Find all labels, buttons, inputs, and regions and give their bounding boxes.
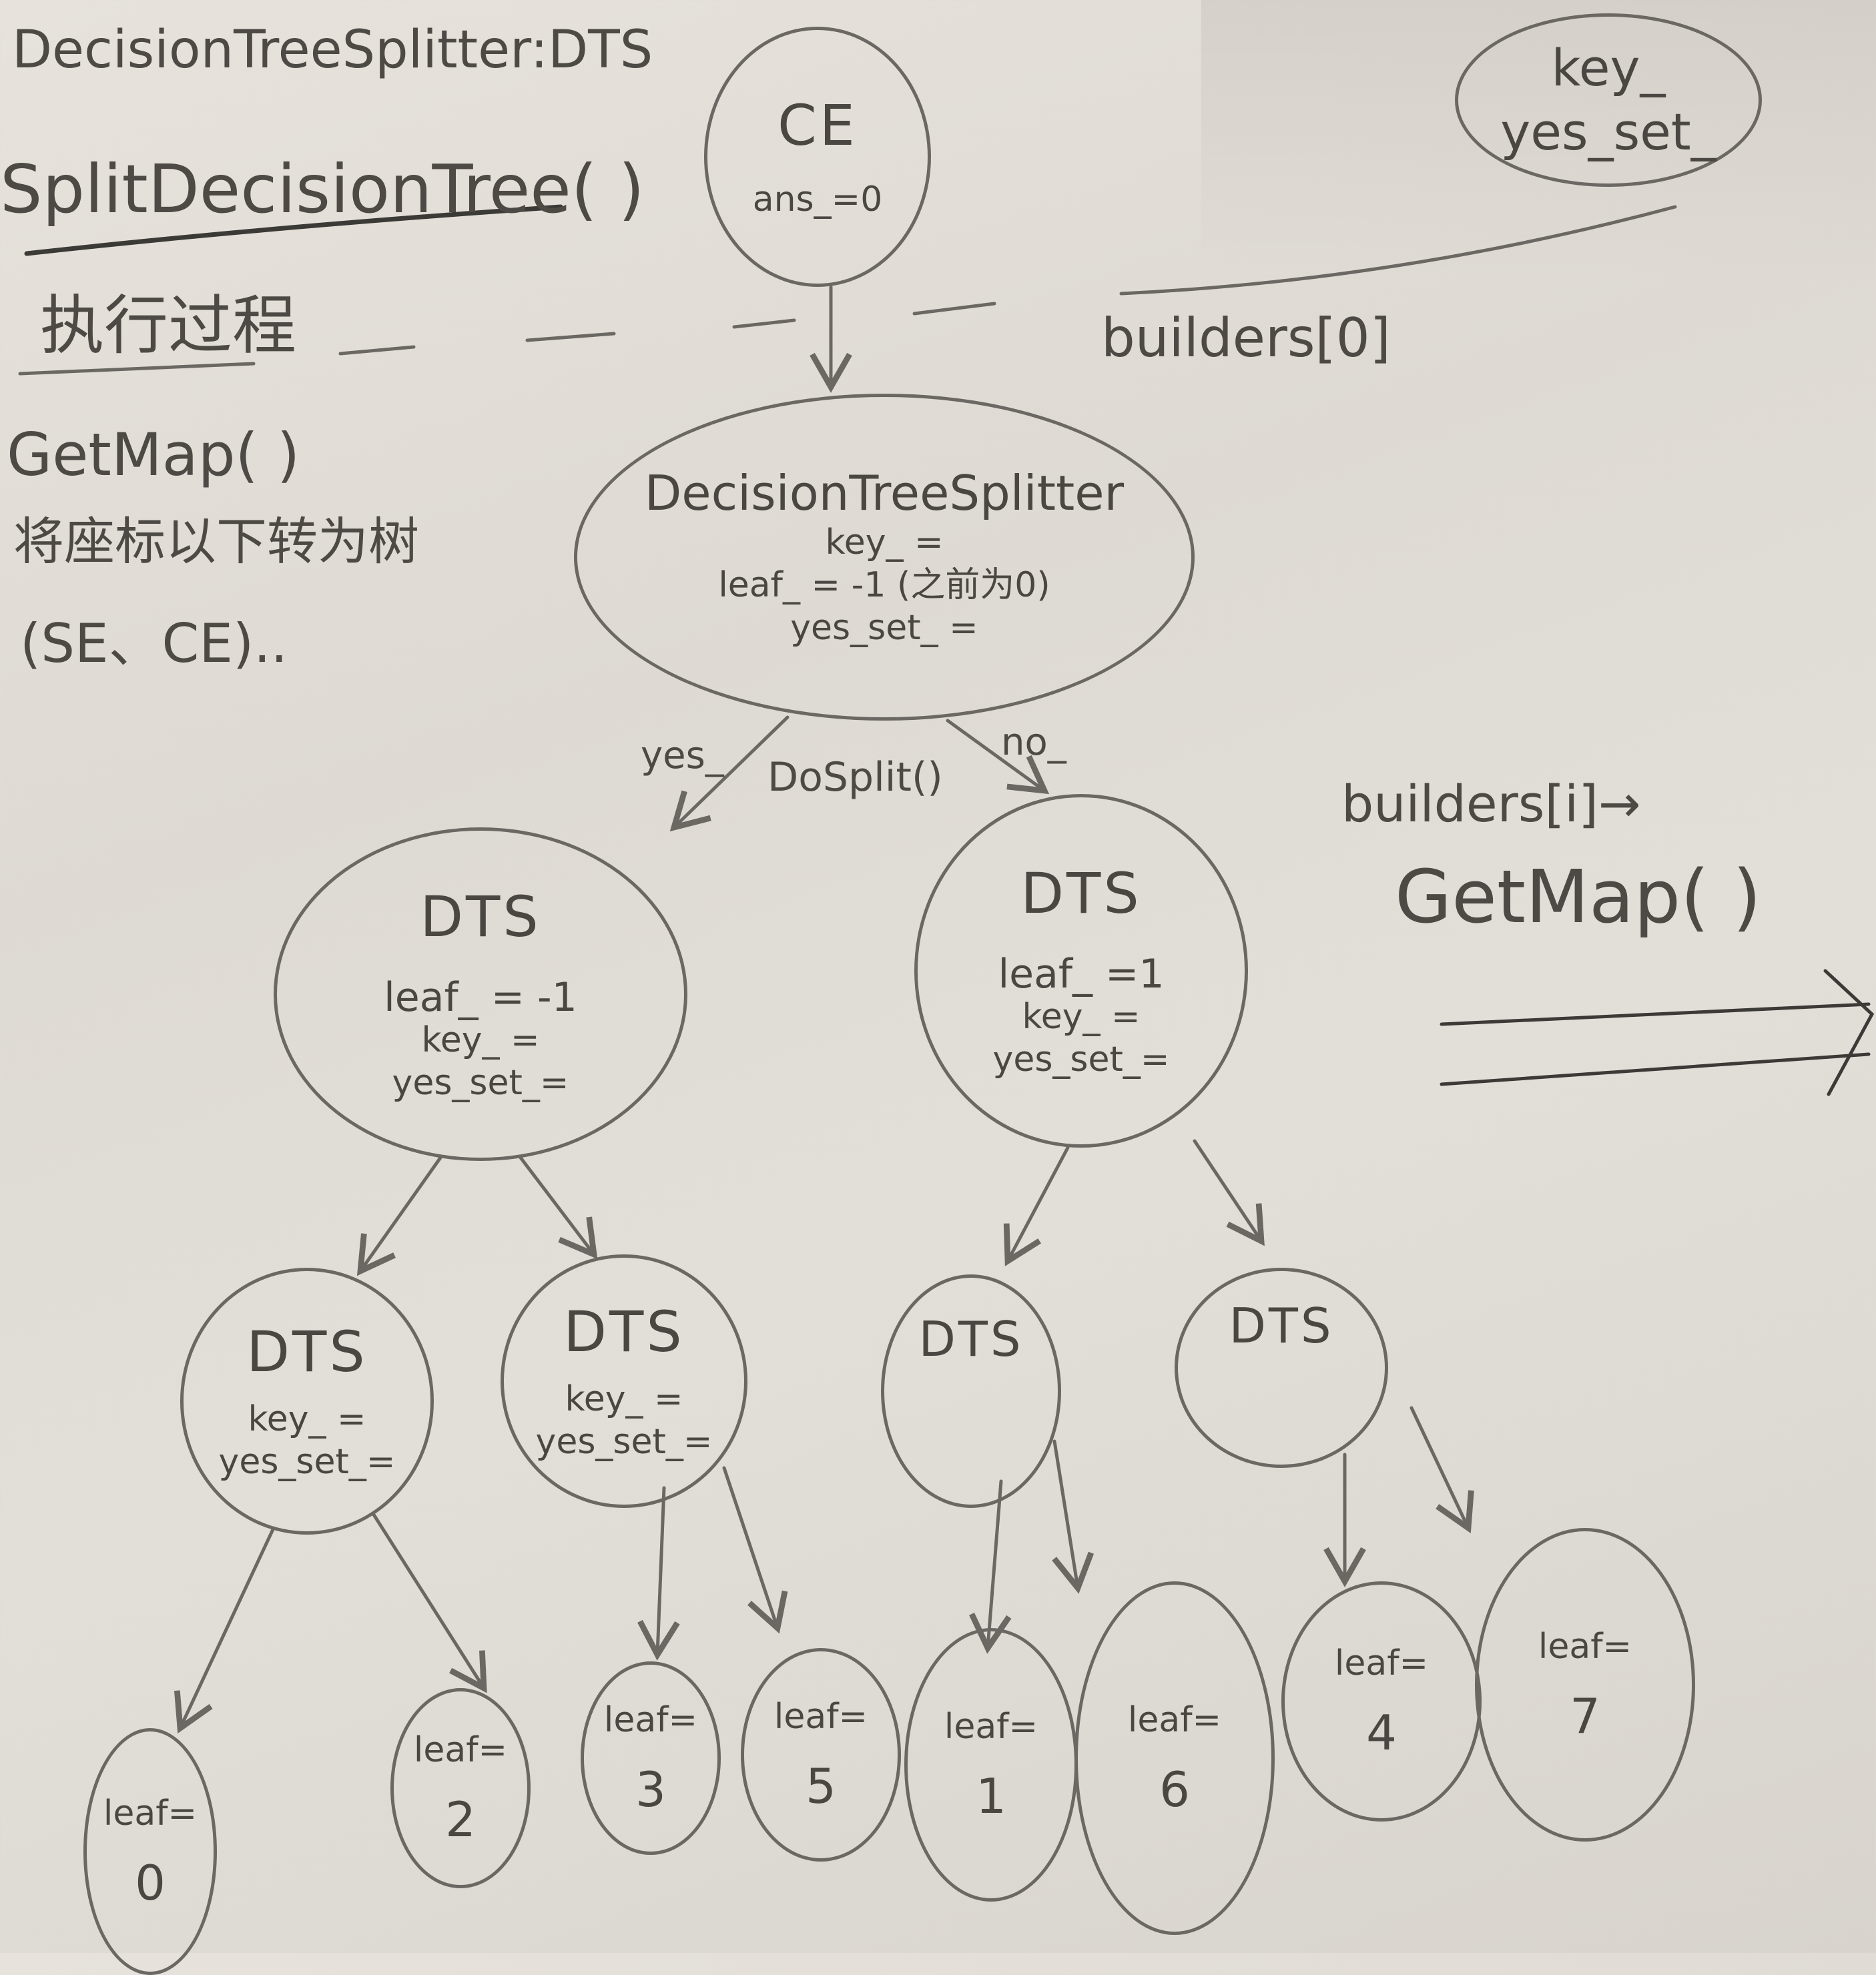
dts-key: key_ =: [248, 1399, 366, 1439]
leaf-node-7: leaf= 7: [1475, 1528, 1695, 1842]
leaf-node-0: leaf= 0: [83, 1728, 217, 1975]
ce-title: CE: [777, 93, 858, 158]
root-splitter-node: DecisionTreeSplitter key_ = leaf_ = -1 (…: [574, 394, 1195, 721]
process-subtitle: 执行过程: [40, 288, 296, 363]
root-title: DecisionTreeSplitter: [644, 465, 1125, 521]
leaf-label: leaf=: [773, 1697, 868, 1737]
page-title: DecisionTreeSplitter:DTS: [12, 20, 653, 80]
ce-ans: ans_=0: [752, 179, 883, 220]
leaf-label: leaf=: [1127, 1700, 1222, 1740]
dts-title: DTS: [420, 884, 541, 949]
legend-key-text: key_: [1551, 38, 1666, 97]
leaf-value: 4: [1366, 1705, 1397, 1761]
ce-node: CE ans_=0: [704, 27, 931, 287]
dts-node-l2-b: DTS key_ = yes_set_=: [501, 1254, 747, 1508]
leaf-value: 7: [1570, 1688, 1600, 1744]
dts-title: DTS: [246, 1319, 368, 1385]
dts-node-l2-c: DTS: [881, 1274, 1061, 1508]
dts-key: key_ =: [1022, 997, 1141, 1037]
dts-yes-set: yes_set_=: [992, 1040, 1170, 1080]
leaf-node-6: leaf= 6: [1074, 1581, 1275, 1935]
dts-title: DTS: [1020, 861, 1142, 926]
root-leaf: leaf_ = -1 (之前为0): [718, 565, 1050, 605]
leaf-label: leaf=: [603, 1700, 698, 1740]
leaf-label: leaf=: [1538, 1627, 1632, 1667]
leaf-value: 0: [135, 1855, 166, 1911]
dts-key: key_ =: [565, 1379, 683, 1419]
builders-0-label: builders[0]: [1101, 307, 1391, 369]
dts-node-l2-d: DTS: [1175, 1268, 1388, 1468]
leaf-label: leaf=: [103, 1794, 198, 1834]
leaf-node-2: leaf= 2: [390, 1688, 531, 1888]
root-yes-set: yes_set_ =: [790, 608, 978, 648]
leaf-label: leaf=: [944, 1707, 1038, 1747]
leaf-value: 6: [1159, 1761, 1190, 1818]
root-key: key_ =: [825, 522, 944, 562]
no-edge-label: no_: [1001, 721, 1066, 764]
side-note-description: 将座标以下转为树: [13, 512, 419, 571]
function-title: SplitDecisionTree( ): [0, 150, 645, 228]
leaf-node-4: leaf= 4: [1281, 1581, 1482, 1822]
leaf-node-3: leaf= 3: [581, 1661, 721, 1855]
legend-node: key_ yes_set_: [1455, 13, 1762, 187]
leaf-label: leaf=: [1334, 1643, 1429, 1683]
getmap-label: GetMap( ): [1395, 854, 1761, 939]
yes-edge-label: yes_: [641, 734, 724, 777]
leaf-value: 2: [445, 1792, 476, 1848]
dts-title: DTS: [918, 1311, 1024, 1367]
leaf-value: 5: [806, 1758, 836, 1814]
dts-title: DTS: [563, 1299, 685, 1364]
dts-node-l2-a: DTS key_ = yes_set_=: [180, 1268, 434, 1535]
leaf-value: 3: [635, 1761, 666, 1818]
side-note-getmap: GetMap( ): [7, 420, 300, 489]
leaf-value: 1: [976, 1768, 1006, 1824]
dosplit-label: DoSplit(): [767, 754, 943, 801]
dts-leaf: leaf_ =1: [998, 951, 1165, 998]
dts-yes-set: yes_set_=: [535, 1422, 713, 1462]
leaf-label: leaf=: [413, 1730, 508, 1770]
dts-key: key_ =: [421, 1020, 540, 1060]
leaf-node-5: leaf= 5: [741, 1648, 901, 1862]
legend-yes-set-text: yes_set_: [1500, 102, 1716, 161]
leaf-node-1: leaf= 1: [904, 1628, 1078, 1902]
dts-yes-set: yes_set_=: [218, 1442, 396, 1482]
dts-title: DTS: [1229, 1298, 1334, 1354]
dts-node-yes: DTS leaf_ = -1 key_ = yes_set_=: [274, 827, 687, 1161]
dts-leaf: leaf_ = -1: [384, 974, 577, 1021]
builders-i-label: builders[i]→: [1341, 774, 1641, 833]
dts-node-no: DTS leaf_ =1 key_ = yes_set_=: [914, 794, 1248, 1148]
side-note-coords: (SE、CE)..: [20, 613, 288, 675]
dts-yes-set: yes_set_=: [392, 1063, 569, 1103]
